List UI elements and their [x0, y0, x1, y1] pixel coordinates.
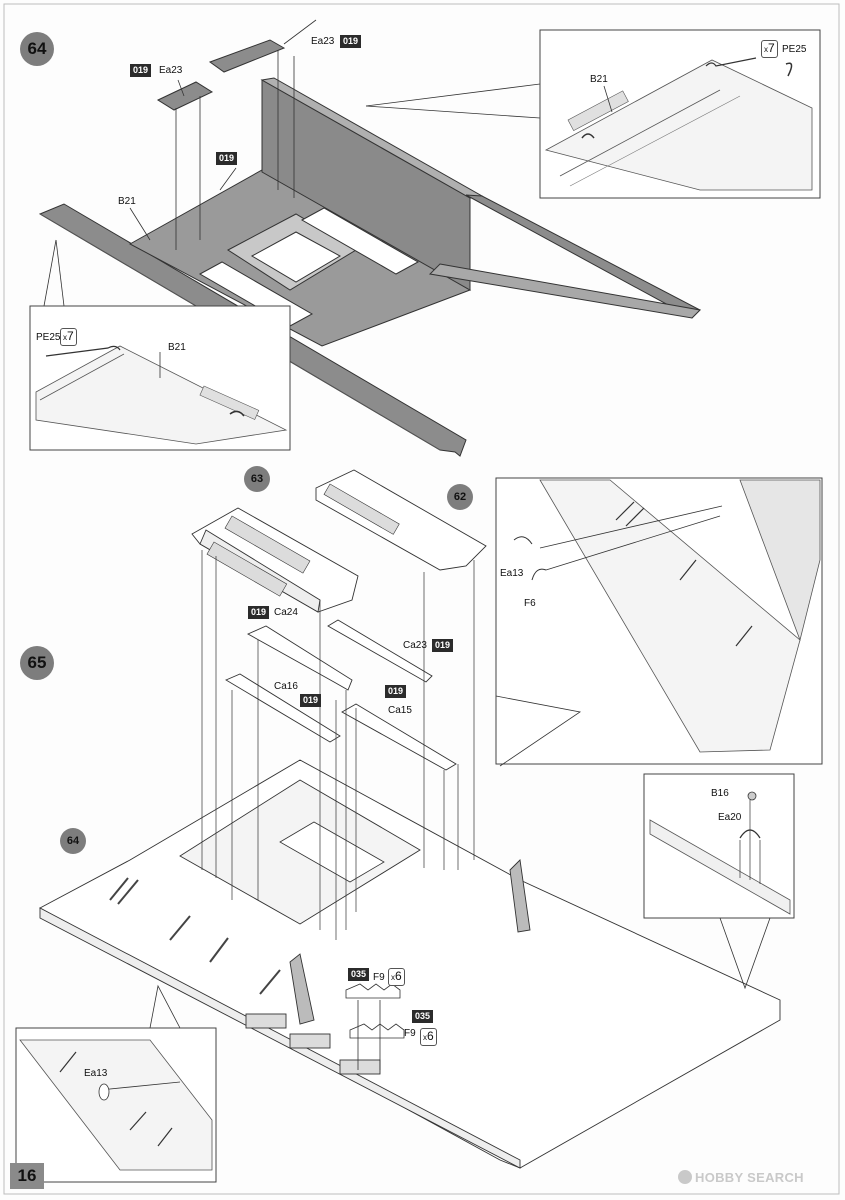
sprue-code-f9-b: 035 [412, 1010, 434, 1023]
detail-box-step65-upper-right [495, 477, 823, 767]
label-pe25-right: PE25 [782, 44, 807, 55]
sprue-code-ca23: 019 [432, 639, 454, 652]
label-ea13-detail: Ea13 [500, 568, 524, 579]
label-ca15: Ca15 [388, 705, 412, 716]
label-b21-detail-left: B21 [168, 342, 186, 353]
subassembly-63-badge: 63 [244, 466, 270, 492]
step-64-badge: 64 [20, 32, 54, 66]
watermark-logo-icon [678, 1170, 692, 1184]
step64-leaders [43, 19, 541, 307]
step-65-badge: 65 [20, 646, 54, 680]
detail-box-step64-left [29, 305, 291, 451]
label-f9-a: F9 [373, 972, 385, 983]
step65-hull [39, 759, 781, 1169]
label-ea23-left: Ea23 [159, 65, 183, 76]
sprue-code-ea23-left: 019 [130, 64, 152, 77]
subassembly-64-badge: 64 [60, 828, 86, 854]
step64-hull-floor [38, 77, 702, 457]
label-ca24: Ca24 [274, 607, 298, 618]
page-number: 16 [10, 1163, 44, 1189]
label-ea13-bottom: Ea13 [84, 1068, 108, 1079]
ea23-strips [156, 39, 286, 111]
sprue-code-step64-center: 019 [216, 152, 238, 165]
label-ea20: Ea20 [718, 812, 742, 823]
label-ca23: Ca23 [403, 640, 427, 651]
sprue-code-f9-a: 035 [348, 968, 370, 981]
label-f6: F6 [524, 598, 536, 609]
sprue-code-ca15: 019 [385, 685, 407, 698]
label-b21-detail-right: B21 [590, 74, 608, 85]
quantity-pe25-left: x7 [60, 328, 77, 346]
label-b21-main: B21 [118, 196, 136, 207]
f9-parts [345, 983, 405, 1070]
label-pe25-left: PE25 [36, 332, 61, 343]
ca-strips [225, 619, 457, 771]
detail-box-step65-lower-right [643, 773, 795, 990]
label-b16: B16 [711, 788, 729, 799]
part-62-grille [315, 469, 487, 571]
label-f9-b: F9 [404, 1028, 416, 1039]
subassembly-62-badge: 62 [447, 484, 473, 510]
step65-guides [201, 550, 475, 940]
detail-box-step64-right [539, 29, 821, 199]
sprue-code-ca24: 019 [248, 606, 270, 619]
sprue-code-ca16: 019 [300, 694, 322, 707]
quantity-f9-b: x6 [420, 1028, 437, 1046]
watermark: HOBBY SEARCH [678, 1170, 804, 1185]
label-ca16: Ca16 [274, 681, 298, 692]
sprue-code-ea23-right: 019 [340, 35, 362, 48]
label-ea23-right: Ea23 [311, 36, 335, 47]
quantity-pe25-right: x7 [761, 40, 778, 58]
quantity-f9-a: x6 [388, 968, 405, 986]
part-63-grille [191, 507, 359, 613]
detail-box-step65-lower-left [15, 984, 217, 1183]
